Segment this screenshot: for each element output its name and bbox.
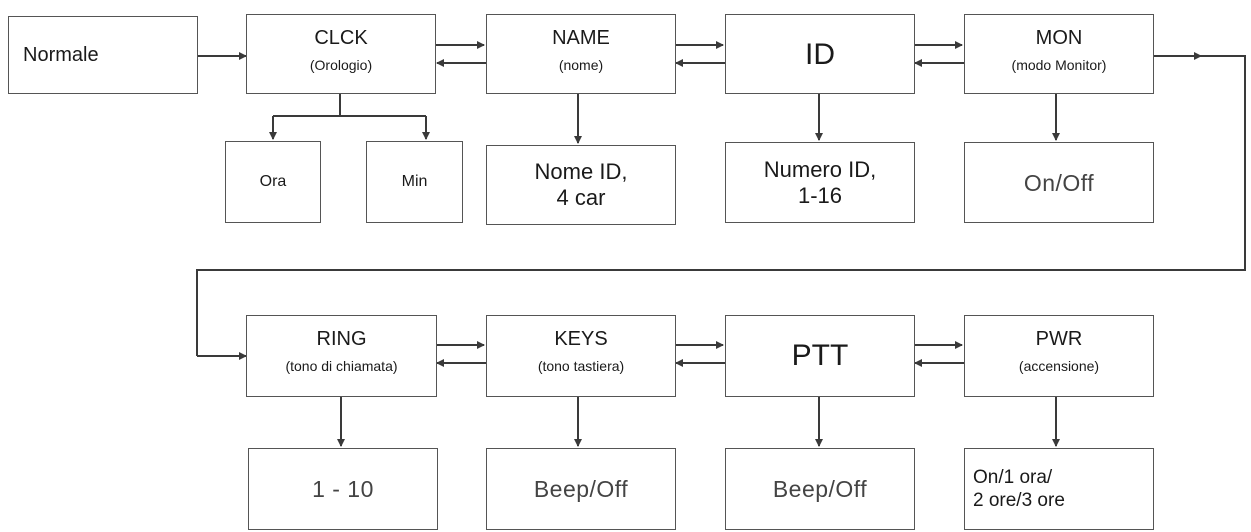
node-mon: MON (modo Monitor): [964, 14, 1154, 94]
leaf-keys-beep-text: Beep/Off: [533, 476, 629, 502]
node-name-title: NAME: [552, 27, 610, 49]
leaf-mon-onoff: On/Off: [964, 142, 1154, 223]
leaf-numero-id: Numero ID, 1-16: [725, 142, 915, 223]
node-keys: KEYS (tono tastiera): [486, 315, 676, 397]
leaf-ring-range: 1 - 10: [248, 448, 438, 530]
leaf-nome-id-text: Nome ID, 4 car: [534, 159, 628, 210]
node-pwr-sub: (accensione): [1018, 358, 1100, 374]
leaf-ptt-beep: Beep/Off: [725, 448, 915, 530]
leaf-ora-text: Ora: [259, 173, 287, 190]
node-mon-title: MON: [1035, 27, 1083, 49]
wrap-connector: [196, 55, 1246, 356]
node-ring-sub: (tono di chiamata): [285, 358, 398, 374]
leaf-numero-id-text: Numero ID, 1-16: [763, 156, 877, 208]
node-keys-sub: (tono tastiera): [537, 358, 625, 374]
leaf-ring-range-text: 1 - 10: [312, 476, 374, 502]
node-pwr: PWR (accensione): [964, 315, 1154, 397]
leaf-ora: Ora: [225, 141, 321, 223]
node-mon-sub: (modo Monitor): [1011, 57, 1107, 73]
node-ptt: PTT: [725, 315, 915, 397]
node-clck-sub: (Orologio): [309, 57, 373, 73]
node-normale: Normale: [8, 16, 198, 94]
node-ring: RING (tono di chiamata): [246, 315, 437, 397]
leaf-min: Min: [366, 141, 463, 223]
node-ptt-title: PTT: [791, 339, 849, 372]
leaf-pwr-options-text: On/1 ora/ 2 ore/3 ore: [973, 467, 1065, 511]
leaf-ptt-beep-text: Beep/Off: [772, 476, 868, 502]
node-clck: CLCK (Orologio): [246, 14, 436, 94]
leaf-mon-onoff-text: On/Off: [1023, 169, 1095, 196]
node-id: ID: [725, 14, 915, 94]
leaf-nome-id: Nome ID, 4 car: [486, 145, 676, 225]
node-id-title: ID: [805, 38, 835, 71]
node-name-sub: (nome): [558, 57, 604, 73]
node-normale-title: Normale: [23, 44, 99, 66]
leaf-pwr-options: On/1 ora/ 2 ore/3 ore: [964, 448, 1154, 530]
leaf-min-text: Min: [401, 173, 428, 190]
node-keys-title: KEYS: [554, 328, 608, 350]
node-ring-title: RING: [316, 328, 367, 350]
node-clck-title: CLCK: [314, 27, 368, 49]
node-pwr-title: PWR: [1035, 328, 1083, 350]
leaf-keys-beep: Beep/Off: [486, 448, 676, 530]
node-name: NAME (nome): [486, 14, 676, 94]
